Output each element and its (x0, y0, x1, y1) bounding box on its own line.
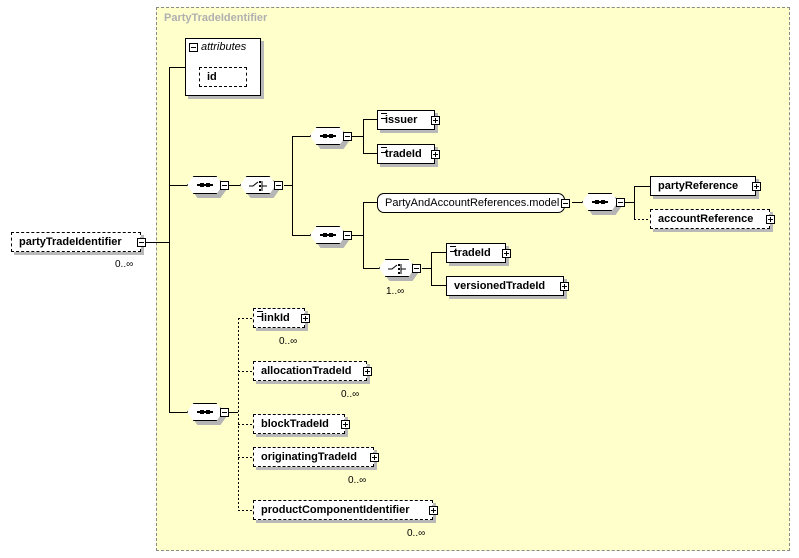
sequence-compositor-icon[interactable] (310, 127, 346, 145)
expand-icon[interactable] (560, 282, 569, 291)
collapse-icon[interactable] (220, 181, 229, 190)
element-label: blockTradeId (261, 418, 329, 430)
collapse-icon[interactable] (616, 198, 625, 207)
root-cardinality: 0..∞ (115, 259, 134, 270)
element-label: issuer (385, 114, 418, 126)
panel-title: PartyTradeIdentifier (164, 12, 268, 24)
element-allocationTradeId[interactable]: allocationTradeId (253, 361, 372, 381)
attributes-header[interactable]: attributes (189, 41, 246, 53)
choice-compositor-icon[interactable] (240, 176, 276, 194)
sequence-compositor-icon[interactable] (187, 403, 223, 421)
collapse-icon[interactable] (343, 231, 352, 240)
expand-icon[interactable] (766, 215, 775, 224)
choice-symbol-icon (249, 181, 267, 191)
collapse-icon[interactable] (561, 199, 570, 208)
collapse-icon[interactable] (274, 181, 283, 190)
expand-icon[interactable] (429, 506, 438, 515)
expand-icon[interactable] (363, 367, 372, 376)
originatingTradeId-cardinality: 0..∞ (348, 475, 367, 486)
choice-compositor-icon[interactable] (379, 259, 415, 277)
element-tradeId-2[interactable]: tradeId (446, 243, 511, 263)
attributes-label: attributes (201, 41, 247, 53)
choice-cardinality: 1..∞ (386, 286, 405, 297)
element-label: productComponentIdentifier (261, 504, 410, 516)
model-group-PartyAndAccountReferences[interactable]: PartyAndAccountReferences.model (377, 193, 570, 213)
sequence-compositor-icon[interactable] (582, 193, 618, 211)
expand-icon[interactable] (752, 182, 761, 191)
collapse-icon[interactable] (343, 132, 352, 141)
linkId-cardinality: 0..∞ (279, 336, 298, 347)
element-label: partyTradeIdentifier (19, 236, 122, 248)
element-linkId[interactable]: linkId (253, 308, 310, 328)
documentation-icon (381, 113, 387, 119)
collapse-icon[interactable] (220, 408, 229, 417)
element-blockTradeId[interactable]: blockTradeId (253, 414, 350, 434)
element-versionedTradeId[interactable]: versionedTradeId (446, 276, 569, 296)
element-label: linkId (261, 312, 290, 324)
expand-icon[interactable] (341, 420, 350, 429)
element-label: allocationTradeId (261, 365, 352, 377)
expand-icon[interactable] (301, 314, 310, 323)
choice-symbol-icon (388, 264, 406, 274)
root-element-partyTradeIdentifier[interactable]: partyTradeIdentifier (11, 232, 146, 252)
element-label: accountReference (658, 213, 754, 225)
collapse-icon[interactable] (137, 238, 146, 247)
element-partyReference[interactable]: partyReference (650, 176, 761, 196)
sequence-compositor-icon[interactable] (187, 176, 223, 194)
sequence-compositor-icon[interactable] (310, 226, 346, 244)
attributes-box: attributes id (185, 38, 261, 96)
documentation-icon (257, 311, 263, 317)
expand-icon[interactable] (502, 249, 511, 258)
model-group-label: PartyAndAccountReferences.model (385, 197, 560, 209)
element-issuer[interactable]: issuer (377, 110, 440, 130)
expand-icon[interactable] (431, 116, 440, 125)
element-label: partyReference (658, 180, 739, 192)
element-tradeId[interactable]: tradeId (377, 144, 440, 164)
allocationTradeId-cardinality: 0..∞ (341, 389, 360, 400)
element-productComponentIdentifier[interactable]: productComponentIdentifier (253, 500, 438, 520)
element-label: tradeId (385, 148, 422, 160)
expand-icon[interactable] (431, 150, 440, 159)
element-label: tradeId (454, 247, 491, 259)
collapse-icon[interactable] (189, 42, 198, 52)
element-label: originatingTradeId (261, 451, 357, 463)
attribute-id[interactable]: id (199, 67, 247, 87)
element-originatingTradeId[interactable]: originatingTradeId (253, 447, 379, 467)
collapse-icon[interactable] (412, 264, 421, 273)
productComponentIdentifier-cardinality: 0..∞ (407, 528, 426, 539)
element-label: versionedTradeId (454, 280, 546, 292)
documentation-icon (381, 147, 387, 153)
element-accountReference[interactable]: accountReference (650, 209, 775, 229)
expand-icon[interactable] (370, 453, 379, 462)
documentation-icon (450, 246, 456, 252)
